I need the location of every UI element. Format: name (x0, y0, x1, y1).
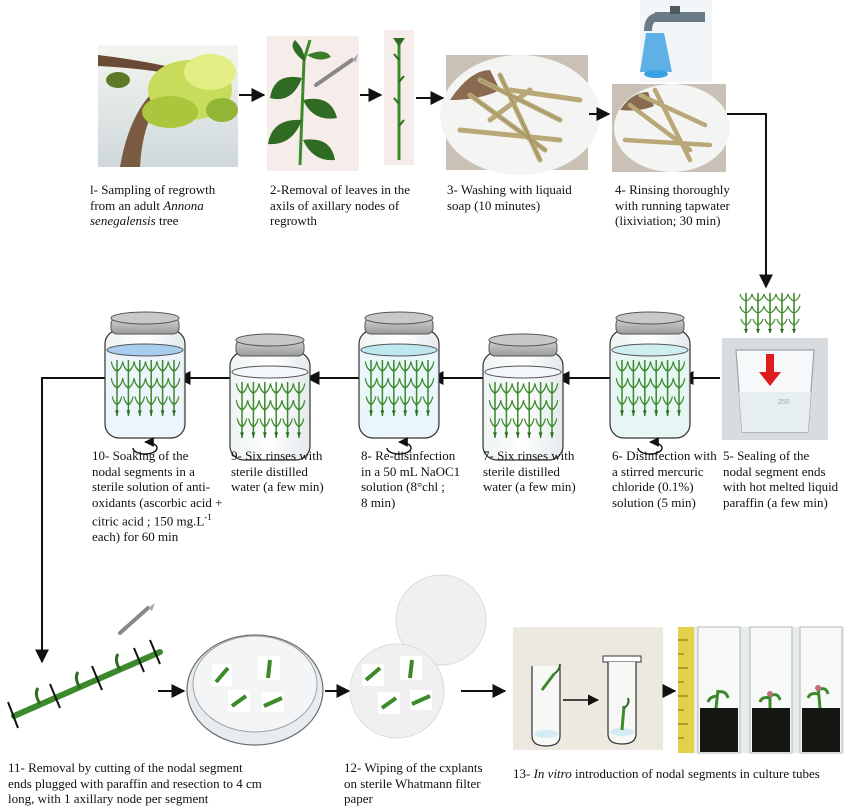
jar-step-8 (358, 311, 440, 455)
photo-bare-stem (384, 30, 414, 165)
caption-step-2: 2-Removal of leaves in the axils of axil… (270, 182, 411, 228)
photo-tap (640, 0, 712, 82)
caption-step-5: 5- Sealing of the nodal segment ends wit… (723, 448, 839, 510)
photo-leaves-scalpel (267, 36, 359, 171)
photo-washing (440, 55, 600, 175)
jar-step-9 (229, 333, 311, 461)
caption-step-10: 10- Soaking of the nodal segments in a s… (92, 448, 223, 544)
caption-step-13: 13- In vitro introduction of nodal segme… (513, 766, 820, 781)
jar-step-10 (104, 311, 186, 455)
arrow-4-5 (727, 113, 773, 289)
photo-tube-diagram (513, 627, 663, 750)
photo-sealing: 250 (722, 292, 828, 440)
photo-tree (98, 45, 238, 167)
photo-petri-dish (186, 634, 324, 746)
photo-cutting (7, 603, 163, 729)
caption-step-1: l- Sampling of regrowth from an adult An… (90, 182, 216, 228)
caption-step-12: 12- Wiping of the cxplants on sterile Wh… (344, 760, 483, 806)
jar-step-7 (482, 333, 564, 461)
caption-step-11: 11- Removal by cutting of the nodal segm… (8, 760, 262, 806)
caption-step-7: 7- Six rinses with sterile distilled wat… (483, 448, 576, 494)
caption-step-6: 6- Disinfection with a stirred mercuric … (612, 448, 717, 510)
jar-step-6 (609, 311, 691, 455)
photo-culture-tubes (678, 626, 844, 754)
caption-step-3: 3- Washing with liquaid soap (10 minutes… (447, 182, 572, 213)
beaker-mark: 250 (778, 399, 790, 406)
photo-filter-paper (349, 574, 487, 739)
caption-step-4: 4- Rinsing thoroughly with running tapwa… (615, 182, 730, 228)
arrow-10-11 (35, 377, 108, 664)
photo-rinsing (612, 84, 730, 172)
caption-step-9: 9- Six rinses with sterile distilled wat… (231, 448, 324, 494)
caption-step-8: 8- Re-disinfection in a 50 mL NaOC1 solu… (361, 448, 461, 510)
